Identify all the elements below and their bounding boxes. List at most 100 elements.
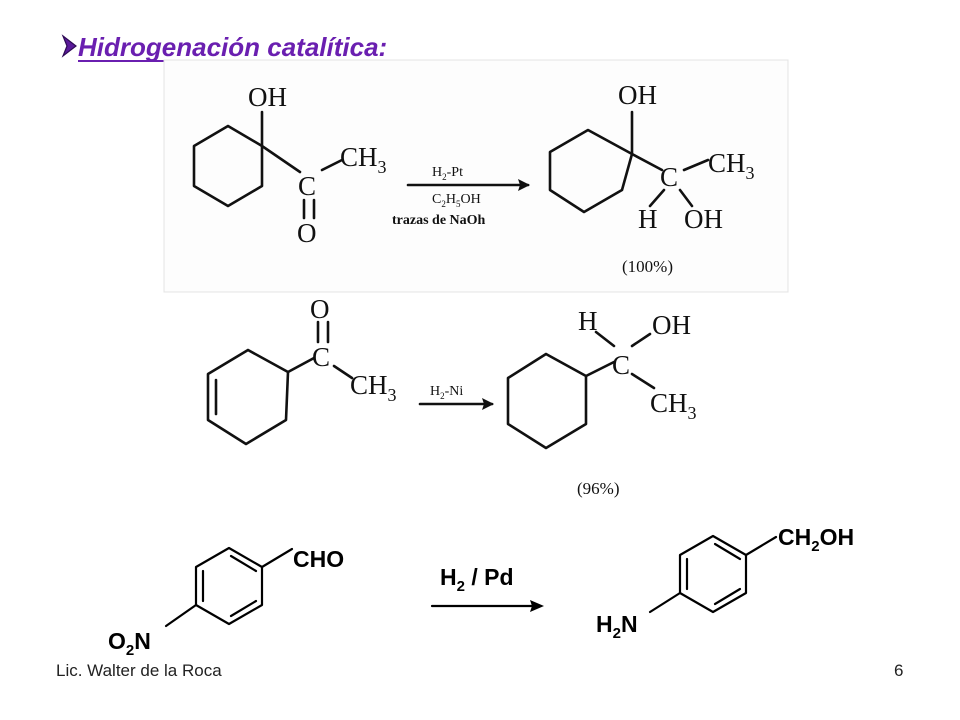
reaction2-arrowhead bbox=[482, 398, 494, 410]
reaction1-condition-1: H2-Pt bbox=[432, 165, 463, 182]
formula-char: H bbox=[358, 142, 378, 172]
bond bbox=[332, 364, 354, 380]
footer-author: Lic. Walter de la Roca bbox=[56, 661, 222, 680]
formula-char: P bbox=[451, 165, 459, 180]
reaction3-arrowhead bbox=[530, 600, 544, 612]
reaction1-yield: (100%) bbox=[622, 257, 673, 276]
reaction2-condition-1: H2-Ni bbox=[430, 384, 463, 401]
subscript-2: 2 bbox=[457, 578, 465, 595]
bond bbox=[648, 188, 666, 208]
reaction1-arrowhead bbox=[518, 179, 530, 191]
formula-char: t bbox=[459, 165, 463, 180]
formula-char: 3 bbox=[388, 385, 397, 405]
aromatic-inner-bond bbox=[713, 587, 742, 606]
reaction1-panel bbox=[163, 59, 789, 293]
aromatic-inner-bond bbox=[229, 599, 258, 618]
reaction2-reactant-o: O bbox=[310, 294, 330, 324]
ch3-text: CH3 bbox=[340, 142, 387, 177]
formula-char: 3 bbox=[378, 157, 387, 177]
reaction3-reactant-o2n: O2N bbox=[108, 628, 151, 659]
formula-char: O bbox=[460, 192, 470, 207]
formula-char: - bbox=[445, 384, 450, 399]
formula-char: C bbox=[650, 388, 668, 418]
reaction1-condition-2: C2H5OH bbox=[432, 192, 481, 209]
bond bbox=[682, 158, 710, 172]
reaction1-condition-3: trazas de NaOh bbox=[392, 213, 486, 228]
reaction2-product-c: C bbox=[612, 350, 630, 380]
reaction2-yield: (96%) bbox=[577, 479, 619, 498]
bond bbox=[584, 360, 616, 378]
reaction1-reactant-ch3: CH3 bbox=[340, 142, 387, 177]
formula-char: H bbox=[368, 370, 388, 400]
bond bbox=[260, 144, 302, 174]
reaction2-reactant-ring bbox=[206, 348, 290, 446]
reaction1-reactant-o: O bbox=[297, 218, 317, 248]
formula-char: H bbox=[668, 388, 688, 418]
reaction3-product-ch2oh: CH2OH bbox=[778, 524, 854, 555]
reaction2-product-ring bbox=[506, 352, 588, 450]
bond bbox=[286, 356, 316, 374]
bond bbox=[678, 188, 694, 208]
formula-char: H bbox=[726, 148, 746, 178]
arrow-bullet-icon bbox=[61, 34, 77, 58]
formula-char: H bbox=[430, 384, 440, 399]
reaction1-product-ring bbox=[548, 128, 634, 214]
condition-text: H2-Pt bbox=[432, 165, 463, 182]
formula-char: 2 bbox=[442, 172, 447, 182]
condition-text: trazas de NaOh bbox=[392, 213, 486, 228]
aromatic-inner-bond bbox=[713, 542, 742, 561]
reaction1-reactant-oh: OH bbox=[248, 82, 287, 112]
reaction2-reactant-ch3: CH3 bbox=[350, 370, 397, 405]
reaction1: OH C CH3 O H2-Pt C2H5OH trazas de NaOh O… bbox=[192, 80, 755, 276]
subscript-2: 2 bbox=[811, 538, 819, 555]
reaction2-reactant-c: C bbox=[312, 342, 330, 372]
formula-char: 3 bbox=[746, 163, 755, 183]
bond bbox=[648, 591, 682, 614]
reaction1-product-ch3: CH3 bbox=[708, 148, 755, 183]
reaction2-product-h: H bbox=[578, 306, 598, 336]
subscript-2: 2 bbox=[126, 642, 134, 659]
formula-char: H bbox=[471, 192, 481, 207]
reaction1-reactant-c: C bbox=[298, 171, 316, 201]
formula-char: 2 bbox=[440, 391, 445, 401]
bond bbox=[164, 603, 198, 628]
reaction1-product-h: H bbox=[638, 204, 658, 234]
page-number: 6 bbox=[894, 661, 904, 680]
aromatic-inner-bond bbox=[229, 554, 258, 573]
reaction3-condition-1: H2 / Pd bbox=[440, 564, 514, 595]
bond bbox=[260, 547, 294, 569]
reaction3-product-h2n: H2N bbox=[596, 611, 638, 642]
subscript-2: 2 bbox=[613, 625, 621, 642]
reaction2: C O CH3 H2-Ni C H OH CH3 (96%) bbox=[206, 294, 697, 498]
reaction3: CHO O2N H2 / Pd CH2OH H2N bbox=[108, 524, 854, 659]
reaction3-reactant-cho: CHO bbox=[293, 546, 344, 572]
formula-char: 3 bbox=[688, 403, 697, 423]
reaction2-product-oh: OH bbox=[652, 310, 691, 340]
bond bbox=[744, 535, 778, 557]
slide-title: Hidrogenación catalítica: bbox=[61, 32, 458, 62]
formula-char: C bbox=[432, 192, 441, 207]
formula-char: i bbox=[459, 384, 463, 399]
reaction1-product-oh2: OH bbox=[684, 204, 723, 234]
formula-char: 5 bbox=[456, 199, 461, 209]
formula-char: H bbox=[432, 165, 442, 180]
reaction2-product-ch3: CH3 bbox=[650, 388, 697, 423]
formula-char: C bbox=[350, 370, 368, 400]
formula-char: 2 bbox=[441, 199, 446, 209]
formula-char: C bbox=[708, 148, 726, 178]
bond bbox=[630, 332, 652, 348]
reaction3-reactant-ring bbox=[194, 546, 264, 626]
reaction1-product-c: C bbox=[660, 162, 678, 192]
reaction1-product-oh: OH bbox=[618, 80, 657, 110]
title-text: Hidrogenación catalítica: bbox=[78, 32, 387, 62]
bond bbox=[594, 330, 616, 348]
bond bbox=[630, 152, 664, 172]
condition-text: H2-Ni bbox=[430, 384, 463, 401]
formula-char: C bbox=[340, 142, 358, 172]
reaction1-reactant-ring bbox=[192, 124, 264, 208]
formula-char: - bbox=[447, 165, 452, 180]
condition-text: C2H5OH bbox=[432, 192, 481, 209]
formula-char: N bbox=[449, 384, 459, 399]
reaction3-product-ring bbox=[678, 534, 748, 614]
